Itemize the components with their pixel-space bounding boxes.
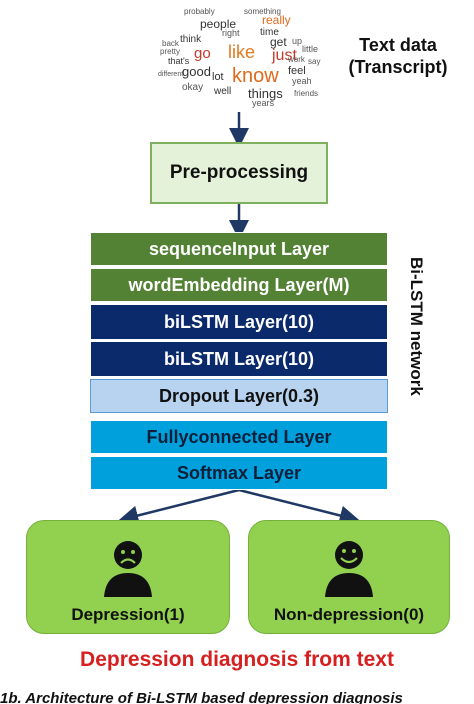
cloud-word: work (287, 55, 306, 64)
cloud-word: different (158, 71, 183, 78)
layer-fully-connected: Fullyconnected Layer (90, 420, 388, 454)
cloud-word: well (213, 86, 231, 97)
happy-person-icon (325, 541, 373, 597)
arrow-softmax-to-non-depression (238, 488, 360, 526)
cloud-word: okay (182, 82, 203, 93)
sad-person-icon (104, 541, 152, 597)
cloud-word: like (228, 42, 255, 62)
preprocessing-box: Pre-processing (150, 142, 328, 204)
cloud-word: right (222, 28, 240, 38)
cloud-word: time (260, 27, 279, 38)
cloud-word: pretty (160, 47, 180, 56)
text-data-label-line1: Text data (359, 35, 437, 55)
cloud-word: feel (288, 65, 306, 77)
cloud-word: yeah (292, 76, 312, 86)
cloud-word: probably (184, 7, 215, 16)
depression-label: Depression(1) (71, 605, 185, 624)
layer-word-embedding: wordEmbedding Layer(M) (90, 268, 388, 302)
diagnosis-title: Depression diagnosis from text (80, 648, 394, 671)
cloud-word: little (302, 44, 318, 54)
cloud-word: get (270, 35, 287, 49)
network-label: Bi-LSTM network (407, 256, 426, 396)
cloud-word: up (292, 36, 302, 46)
layer-bilstm-2: biLSTM Layer(10) (90, 341, 388, 377)
cloud-word: friends (294, 89, 318, 98)
non-depression-label: Non-depression(0) (273, 605, 425, 624)
text-data-label-line2: (Transcript) (348, 57, 448, 77)
cloud-word: that's (168, 56, 190, 66)
arrow-softmax-to-depression (118, 488, 240, 526)
cloud-word: things (248, 86, 283, 101)
outcome-non-depression: Non-depression(0) (248, 520, 450, 634)
cloud-word: something (244, 7, 281, 16)
layer-dropout: Dropout Layer(0.3) (90, 379, 388, 413)
cloud-word: know (232, 65, 279, 87)
cloud-word: go (194, 45, 211, 62)
cloud-word: good (182, 64, 211, 79)
cloud-word: lot (212, 71, 224, 83)
layer-softmax: Softmax Layer (90, 456, 388, 490)
cloud-word: back (162, 39, 180, 48)
cloud-word: really (262, 13, 291, 27)
cloud-word: years (252, 98, 275, 108)
cloud-word: think (180, 34, 202, 45)
cloud-word: say (308, 57, 320, 66)
cloud-word: just (271, 47, 297, 64)
layer-bilstm-1: biLSTM Layer(10) (90, 304, 388, 340)
figure-caption: 1b. Architecture of Bi-LSTM based depres… (0, 690, 403, 704)
outcome-depression: Depression(1) (26, 520, 230, 634)
cloud-word: people (200, 17, 236, 31)
layer-sequence-input: sequenceInput Layer (90, 232, 388, 266)
text-data-label: Text data (Transcript) (338, 34, 458, 78)
